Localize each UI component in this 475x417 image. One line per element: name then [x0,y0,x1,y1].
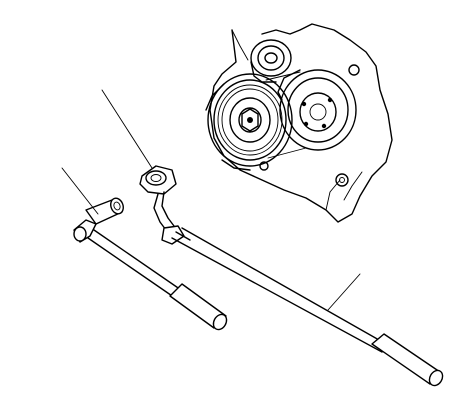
leader-line-socket [61,167,99,215]
socket-wrench [73,197,228,331]
leader-line-holder [101,89,153,169]
crankshaft-pulley [205,73,293,171]
accessory-pulley [277,69,357,151]
leader-lines [61,89,361,311]
engine-pulley-assembly [205,23,393,223]
idler-pulley [250,39,292,83]
pulley-holder-bar [139,165,444,387]
leader-line-bar [327,273,361,311]
